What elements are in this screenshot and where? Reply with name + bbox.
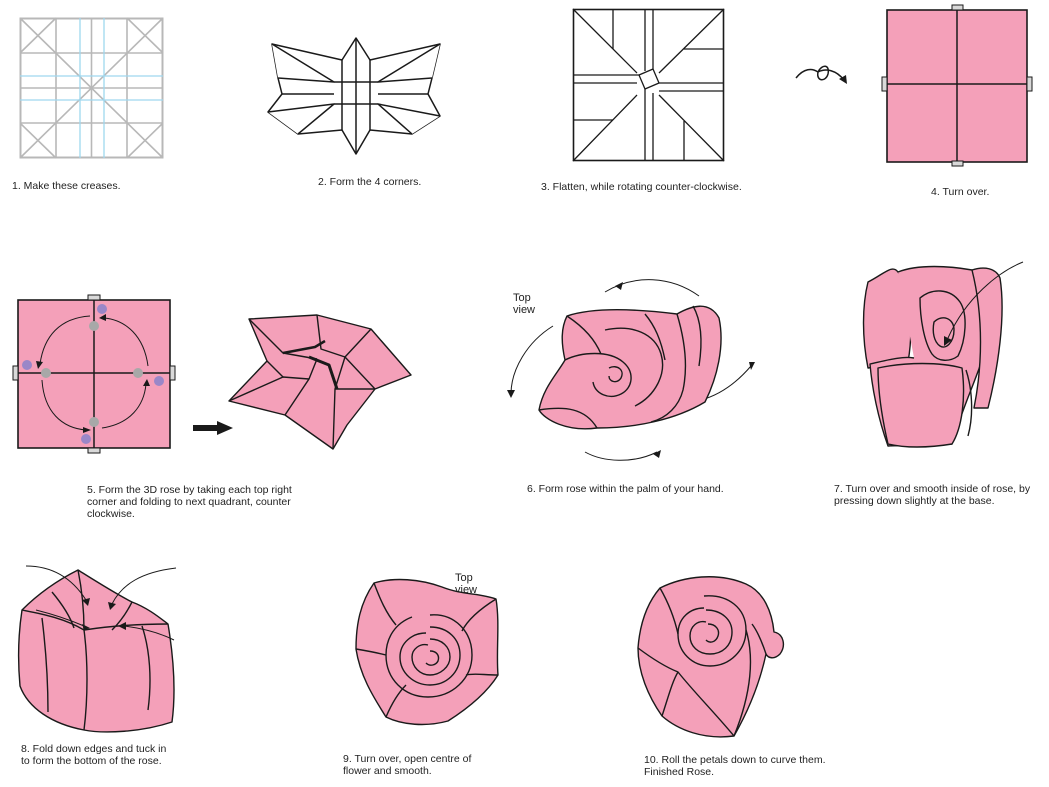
step-2-corners-diagram (262, 38, 450, 154)
step-10-caption: 10. Roll the petals down to curve them. … (644, 754, 826, 778)
turn-over-arrow-icon (792, 62, 852, 90)
step-5-3d-rose-forming (225, 305, 415, 453)
step-3-caption: 3. Flatten, while rotating counter-clock… (541, 181, 742, 193)
step-2-caption: 2. Form the 4 corners. (318, 176, 421, 188)
step-1-caption: 1. Make these creases. (12, 180, 121, 192)
step-10-finished-rose (634, 572, 794, 742)
step-6-rose-top-view (505, 270, 765, 470)
step-3-flatten-diagram (573, 9, 724, 161)
step-9-caption: 9. Turn over, open centre of flower and … (343, 753, 471, 777)
step-5-caption: 5. Form the 3D rose by taking each top r… (87, 484, 292, 520)
step-7-rose-side-view (858, 258, 1028, 454)
step-7-caption: 7. Turn over and smooth inside of rose, … (834, 483, 1030, 507)
step-8-rose-base (12, 560, 192, 740)
step-4-caption: 4. Turn over. (931, 186, 989, 198)
step-1-crease-diagram (20, 18, 163, 158)
step-8-caption: 8. Fold down edges and tuck in to form t… (21, 743, 166, 767)
step-9-open-rose-top-view (350, 575, 510, 731)
step-4-turned-square (882, 5, 1032, 165)
step-6-caption: 6. Form rose within the palm of your han… (527, 483, 724, 495)
step-5-square-with-rotation (12, 294, 176, 454)
